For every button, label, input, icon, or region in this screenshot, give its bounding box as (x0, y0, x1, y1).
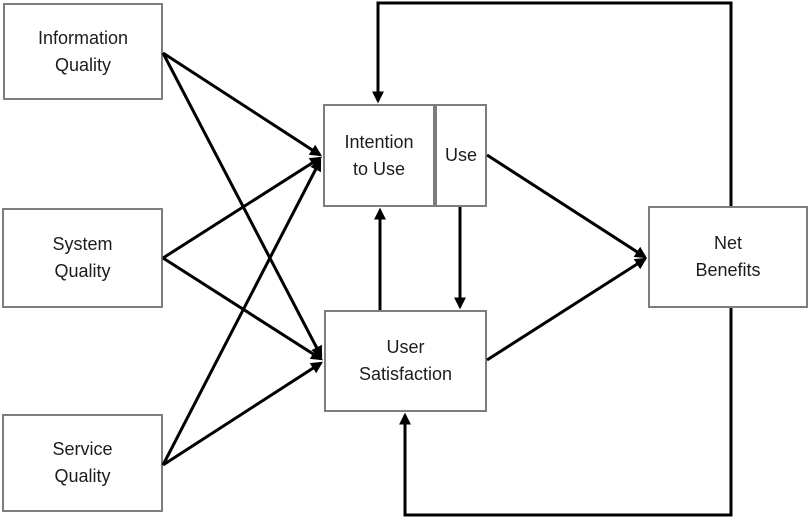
node-information-quality: Information Quality (3, 3, 163, 100)
node-net-benefits-label: Net Benefits (695, 233, 761, 280)
edge-user-satisfaction-to-net-benefits (486, 257, 648, 362)
node-service-quality-label: Service Quality (52, 439, 113, 486)
edge-service-quality-to-user-satisfaction (162, 361, 324, 467)
node-net-benefits: Net Benefits (648, 206, 808, 308)
node-information-quality-label: Information Quality (37, 27, 129, 75)
node-use-label: Use (444, 145, 477, 165)
node-use: Use (435, 104, 487, 207)
edge-service-quality-to-intention-to-use (161, 158, 322, 466)
node-user-satisfaction: User Satisfaction (324, 310, 487, 412)
node-user-satisfaction-label: User Satisfaction (358, 337, 453, 384)
node-service-quality: Service Quality (2, 414, 163, 512)
edge-information-quality-to-intention-to-use (162, 51, 323, 157)
edge-system-quality-to-user-satisfaction (162, 256, 324, 361)
edge-use-to-net-benefits (486, 153, 648, 259)
edge-information-quality-to-user-satisfaction (161, 52, 323, 359)
node-intention-to-use: Intention to Use (323, 104, 435, 207)
node-system-quality-label: System Quality (52, 234, 113, 281)
node-intention-to-use-label: Intention to Use (344, 131, 414, 179)
edge-system-quality-to-intention-to-use (162, 156, 323, 260)
node-system-quality: System Quality (2, 208, 163, 308)
